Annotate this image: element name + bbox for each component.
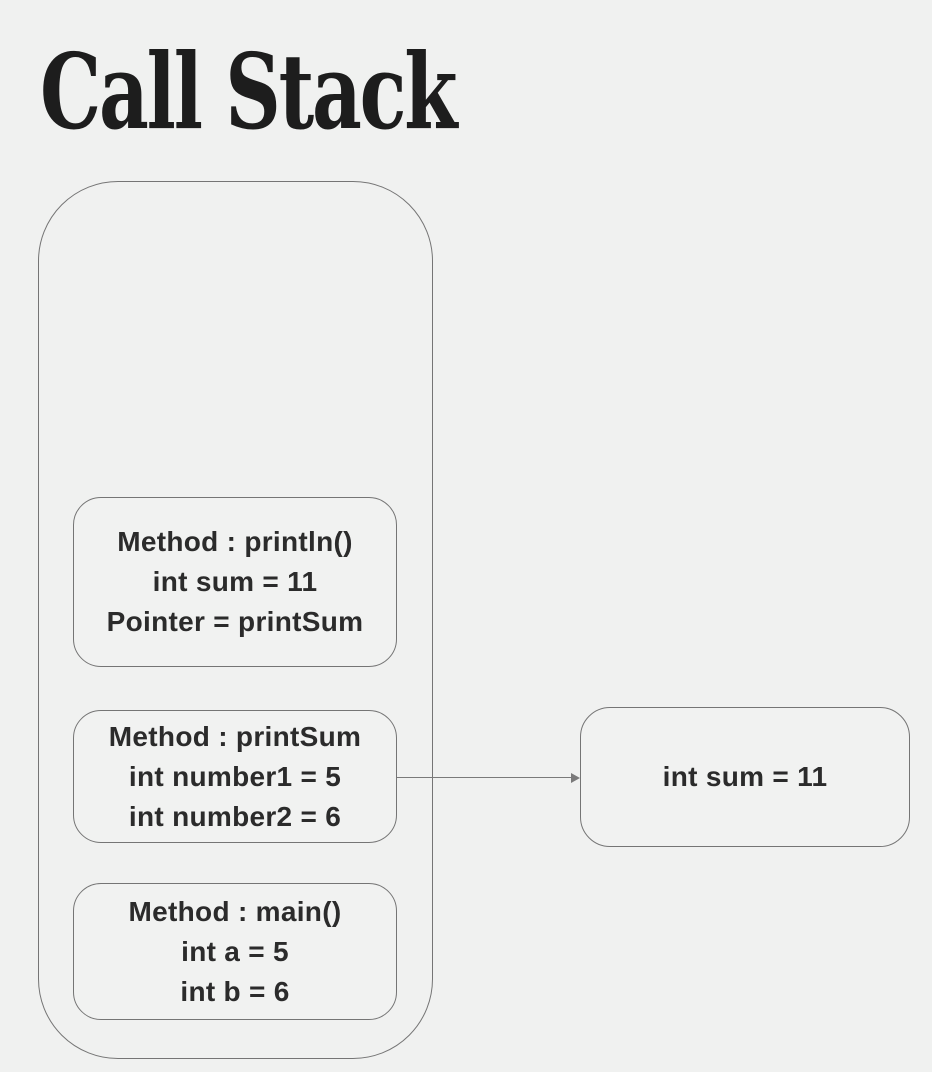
frame-variable-label: int number2 = 6	[128, 800, 342, 832]
frame-method-label: Method : printSum	[108, 720, 362, 752]
pointer-arrow-line	[397, 777, 573, 778]
frame-variable-label: int sum = 11	[152, 566, 318, 597]
frame-method-label: Method : println()	[117, 526, 353, 557]
arrowhead-icon	[571, 772, 580, 783]
call-stack-container	[38, 181, 433, 1059]
stack-frame-printsum: Method : printSum int number1 = 5 int nu…	[73, 710, 397, 843]
frame-variable-label: int a = 5	[181, 935, 289, 967]
frame-method-label: Method : main()	[128, 895, 342, 927]
frame-variable-label: int number1 = 5	[128, 760, 342, 792]
stack-frame-println: Method : println() int sum = 11 Pointer …	[73, 497, 397, 667]
frame-pointer-label: Pointer = printSum	[106, 606, 364, 637]
frame-variable-label: int b = 6	[180, 975, 290, 1007]
sum-result-label: int sum = 11	[662, 761, 828, 792]
page-title: Call Stack	[40, 30, 458, 153]
sum-result-box: int sum = 11	[580, 707, 910, 847]
stack-frame-main: Method : main() int a = 5 int b = 6	[73, 883, 397, 1020]
